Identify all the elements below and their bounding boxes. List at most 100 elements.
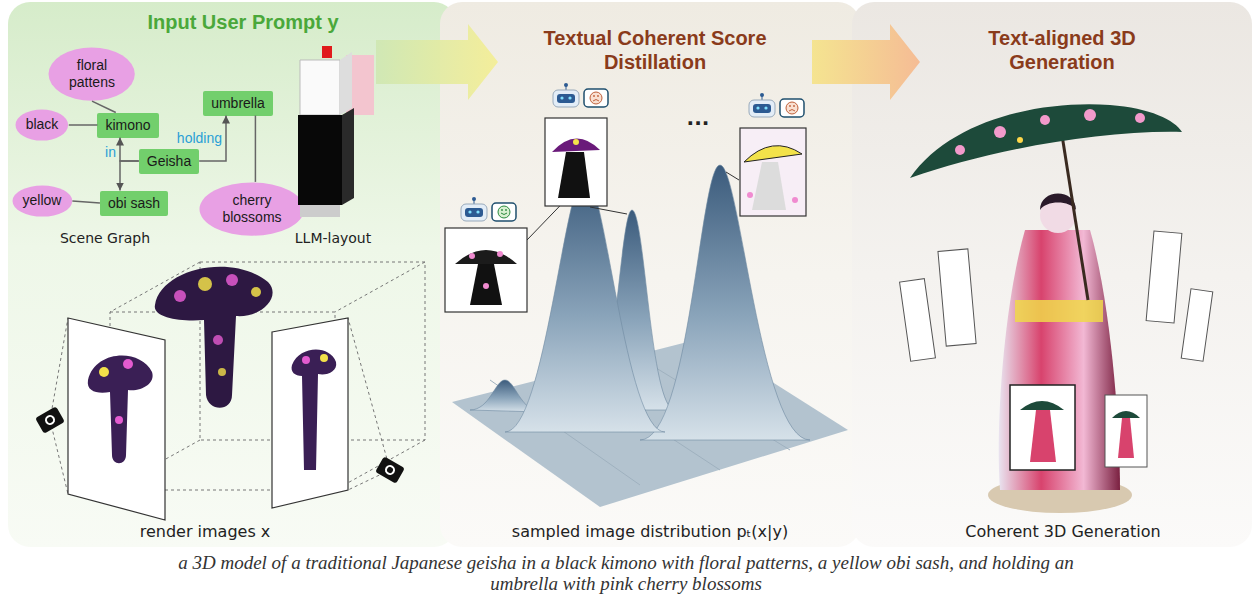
label-wrap: render images x <box>140 522 271 541</box>
view-ray <box>50 318 68 420</box>
figure-label: Coherent 3D Generation <box>965 522 1160 541</box>
node-label: umbrella <box>211 95 265 112</box>
frown-face <box>584 89 608 107</box>
label-wrap: ... <box>687 106 710 130</box>
cube-edge <box>335 262 425 312</box>
texture-spot <box>320 354 328 362</box>
thumbnail-figure <box>552 138 600 152</box>
ellipse-shape <box>200 182 305 235</box>
ellipse-shape <box>49 47 135 100</box>
layout-block <box>300 205 340 217</box>
thumbnail-figure <box>470 264 502 305</box>
view-ray <box>348 318 390 470</box>
figure-label: Scene Graph <box>60 230 150 246</box>
attribute-ellipse: yellow <box>12 185 73 217</box>
texture-spot <box>198 277 212 291</box>
texture-spot <box>99 367 109 377</box>
umbrella-canopy <box>910 104 1182 178</box>
texture-spot <box>213 335 223 345</box>
thumbnail-figure <box>792 197 798 203</box>
image-plane <box>272 318 348 508</box>
thumbnail-figure <box>744 146 802 162</box>
blossom <box>1017 137 1023 143</box>
robot-icon <box>749 93 775 117</box>
layout-block <box>300 60 340 115</box>
connector <box>69 124 98 126</box>
caption-wrap: a 3D model of a traditional Japanese gei… <box>176 552 1076 594</box>
nerf-object <box>155 267 273 408</box>
blossom <box>1084 109 1096 121</box>
view-ray <box>50 420 68 494</box>
texture-spot <box>226 274 238 286</box>
node-label: yellow <box>23 192 62 209</box>
sample-thumbnail <box>445 228 527 312</box>
view-frame <box>1010 385 1075 470</box>
object-box: obi sash <box>100 191 168 216</box>
label-wrap: LLM-layout <box>295 229 371 247</box>
node-label: Geisha <box>147 153 191 170</box>
node-label: obi sash <box>108 195 160 212</box>
edge-label: in <box>105 144 116 160</box>
layout-block <box>340 52 352 115</box>
label-wrap: Scene Graph <box>60 229 150 247</box>
smile-face <box>492 203 516 221</box>
edge-label: holding <box>177 130 222 146</box>
figure-label: ... <box>687 106 710 130</box>
thumbnail-figure <box>497 251 503 257</box>
thumbnail-figure <box>469 253 475 259</box>
obi-sash <box>1015 300 1103 322</box>
thumbnail-figure <box>573 139 579 145</box>
rendered-view <box>292 350 337 470</box>
camera-icon <box>35 406 65 434</box>
camera-icon <box>375 456 405 484</box>
caption: a 3D model of a traditional Japanese gei… <box>178 552 1074 594</box>
rendered-view <box>88 356 153 464</box>
texture-spot <box>115 416 123 424</box>
connector <box>120 161 139 191</box>
texture-spot <box>218 368 226 376</box>
blossom <box>994 126 1006 138</box>
thumbnail-figure <box>752 162 786 210</box>
figure-label: sampled image distribution pₜ(x|y) <box>512 522 788 541</box>
label-wrap: sampled image distribution pₜ(x|y) <box>512 522 788 541</box>
blossom <box>955 145 965 155</box>
thumbnail-figure <box>483 283 489 289</box>
blossom <box>1040 115 1050 125</box>
object-box: kimono <box>97 113 158 138</box>
flow-arrow <box>376 24 498 100</box>
object-box: Geisha <box>139 149 199 174</box>
panel-heading: Input User Prompt y <box>78 10 408 34</box>
image-plane <box>68 318 165 520</box>
density-peak <box>505 175 665 432</box>
ellipse-shape <box>16 109 69 140</box>
thumbnail-figure <box>455 250 517 264</box>
kimono-body <box>999 230 1120 490</box>
leader-line <box>726 172 739 180</box>
blossom <box>1135 113 1145 123</box>
connector <box>255 116 257 182</box>
thumbnail-figure <box>747 192 753 198</box>
view-figure <box>1030 410 1056 462</box>
view-frame <box>900 279 936 362</box>
panel-heading: Text-aligned 3D Generation <box>947 26 1177 74</box>
geisha-3d-model <box>900 104 1213 513</box>
view-frame <box>1181 289 1213 361</box>
node-label: black <box>26 116 59 133</box>
sample-thumbnail <box>740 128 806 216</box>
node-label: floral pattens <box>61 57 123 91</box>
panel-heading: Textual Coherent Score Distillation <box>505 26 805 74</box>
view-figure <box>1112 411 1140 418</box>
view-frame <box>1105 395 1147 467</box>
texture-spot <box>251 287 261 297</box>
robot-icon <box>553 83 579 107</box>
render-scene <box>35 262 425 520</box>
attribute-ellipse: floral pattens <box>48 47 135 101</box>
ellipse-shape <box>12 185 72 216</box>
connector <box>92 101 116 112</box>
attribute-ellipse: cherry blossoms <box>199 182 305 236</box>
figure-label: render images x <box>140 522 271 541</box>
